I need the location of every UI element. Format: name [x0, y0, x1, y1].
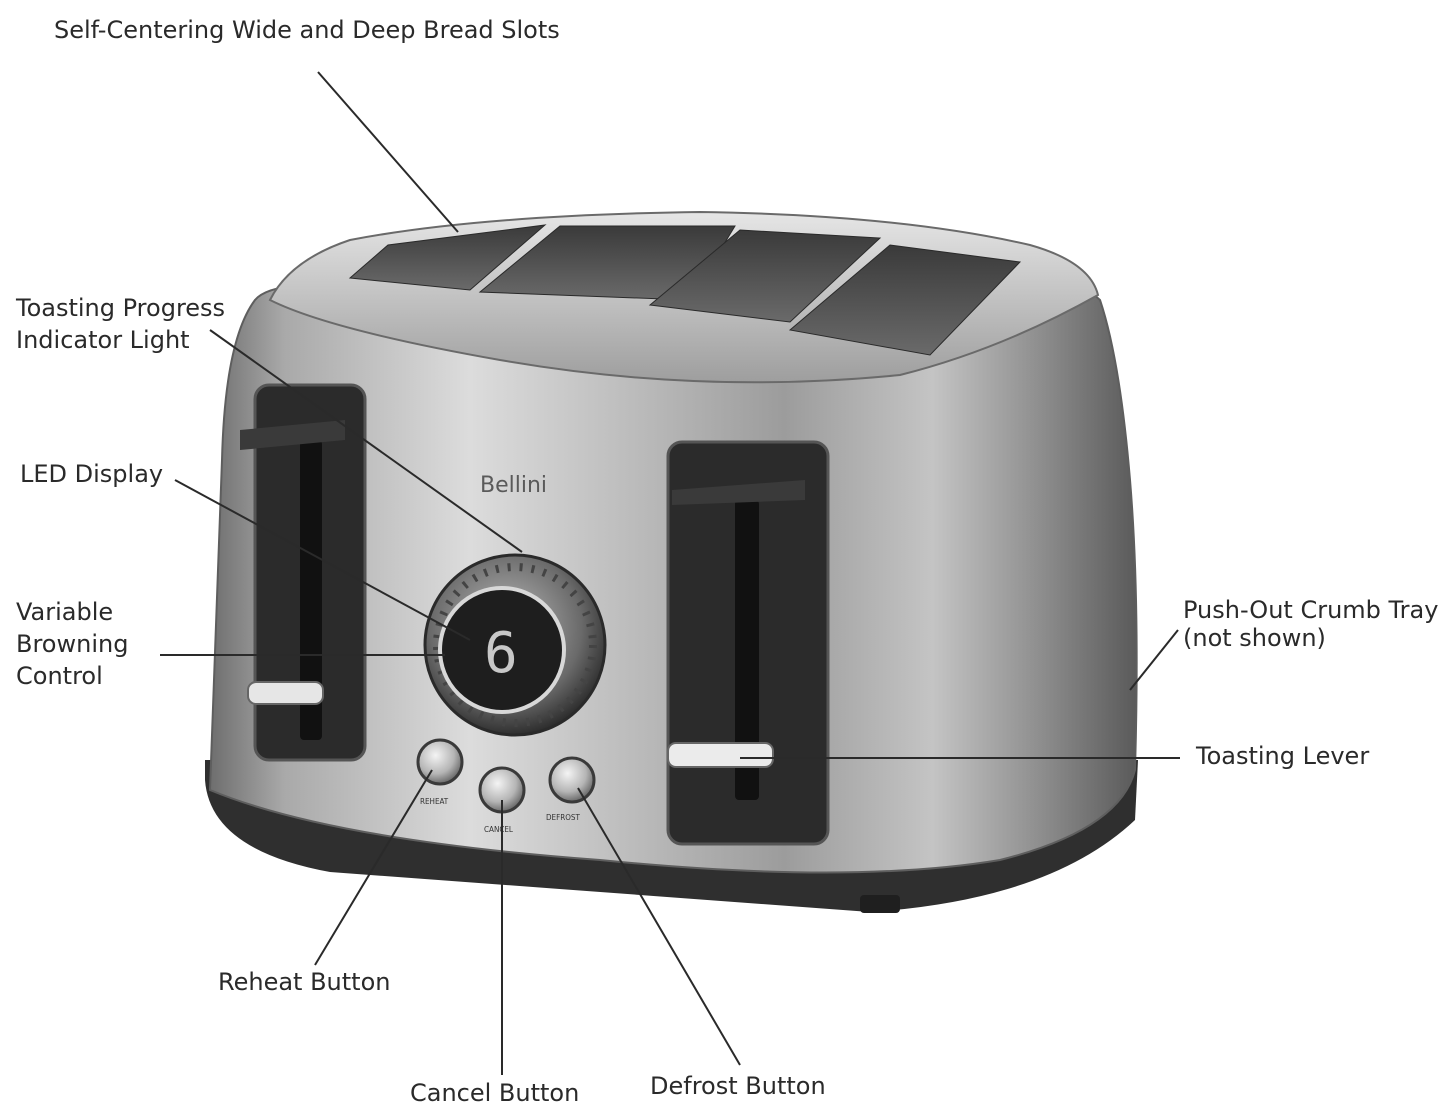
reheat-button-label: REHEAT: [420, 797, 449, 806]
callout-browning-line-3: Control: [16, 662, 103, 690]
left-lever-slot: [300, 440, 322, 740]
bread-slot-3: [648, 229, 882, 323]
left-lever-top: [240, 420, 345, 450]
callout-progress-light: Toasting Progress Indicator Light: [16, 292, 225, 356]
leader-lines: [160, 71, 1180, 1075]
callout-reheat-button: Reheat Button: [218, 968, 391, 996]
callout-bread-slots: Self-Centering Wide and Deep Bread Slots: [54, 16, 560, 44]
callout-browning-line-2: Browning: [16, 630, 129, 658]
callout-progress-light-line-2: Indicator Light: [16, 326, 190, 354]
leader-led-display: [174, 479, 471, 641]
callout-browning-control: Variable Browning Control: [16, 596, 128, 692]
progress-indicator-ring: [433, 563, 597, 727]
leader-bread-slots: [317, 71, 459, 233]
toaster-foot: [860, 895, 900, 913]
callout-cancel-button: Cancel Button: [410, 1079, 580, 1107]
toasting-lever-handle[interactable]: [667, 742, 774, 768]
callout-led-display: LED Display: [20, 460, 164, 488]
reheat-button[interactable]: [416, 738, 464, 786]
leader-defrost-button: [577, 787, 741, 1066]
callout-browning-line-1: Variable: [16, 598, 114, 626]
callout-toasting-lever: Toasting Lever: [1196, 742, 1370, 770]
left-toasting-lever-handle[interactable]: [247, 681, 324, 705]
brand-logo: Bellini: [480, 473, 547, 498]
bread-slot-1: [348, 224, 547, 291]
right-lever-top: [672, 480, 805, 505]
bread-slot-4: [788, 244, 1022, 356]
callout-crumb-tray-line-1: Push-Out Crumb Tray: [1183, 596, 1439, 624]
defrost-button[interactable]: [548, 756, 596, 804]
callout-crumb-tray-line-2: (not shown): [1183, 624, 1326, 652]
led-display-bezel: [438, 586, 566, 714]
cancel-button-label: CANCEL: [484, 825, 513, 834]
callout-defrost-button: Defrost Button: [650, 1072, 826, 1100]
defrost-button-label: DEFROST: [546, 813, 580, 822]
callout-progress-light-line-1: Toasting Progress: [16, 294, 226, 322]
leader-progress-light: [209, 329, 523, 553]
leader-reheat-button: [314, 769, 433, 966]
leader-crumb-tray: [1129, 629, 1179, 691]
bread-slot-2: [478, 225, 736, 301]
right-lever-slot: [735, 500, 759, 800]
callout-crumb-tray: Push-Out Crumb Tray (not shown): [1183, 596, 1438, 652]
led-display-digit: 6: [484, 621, 518, 686]
